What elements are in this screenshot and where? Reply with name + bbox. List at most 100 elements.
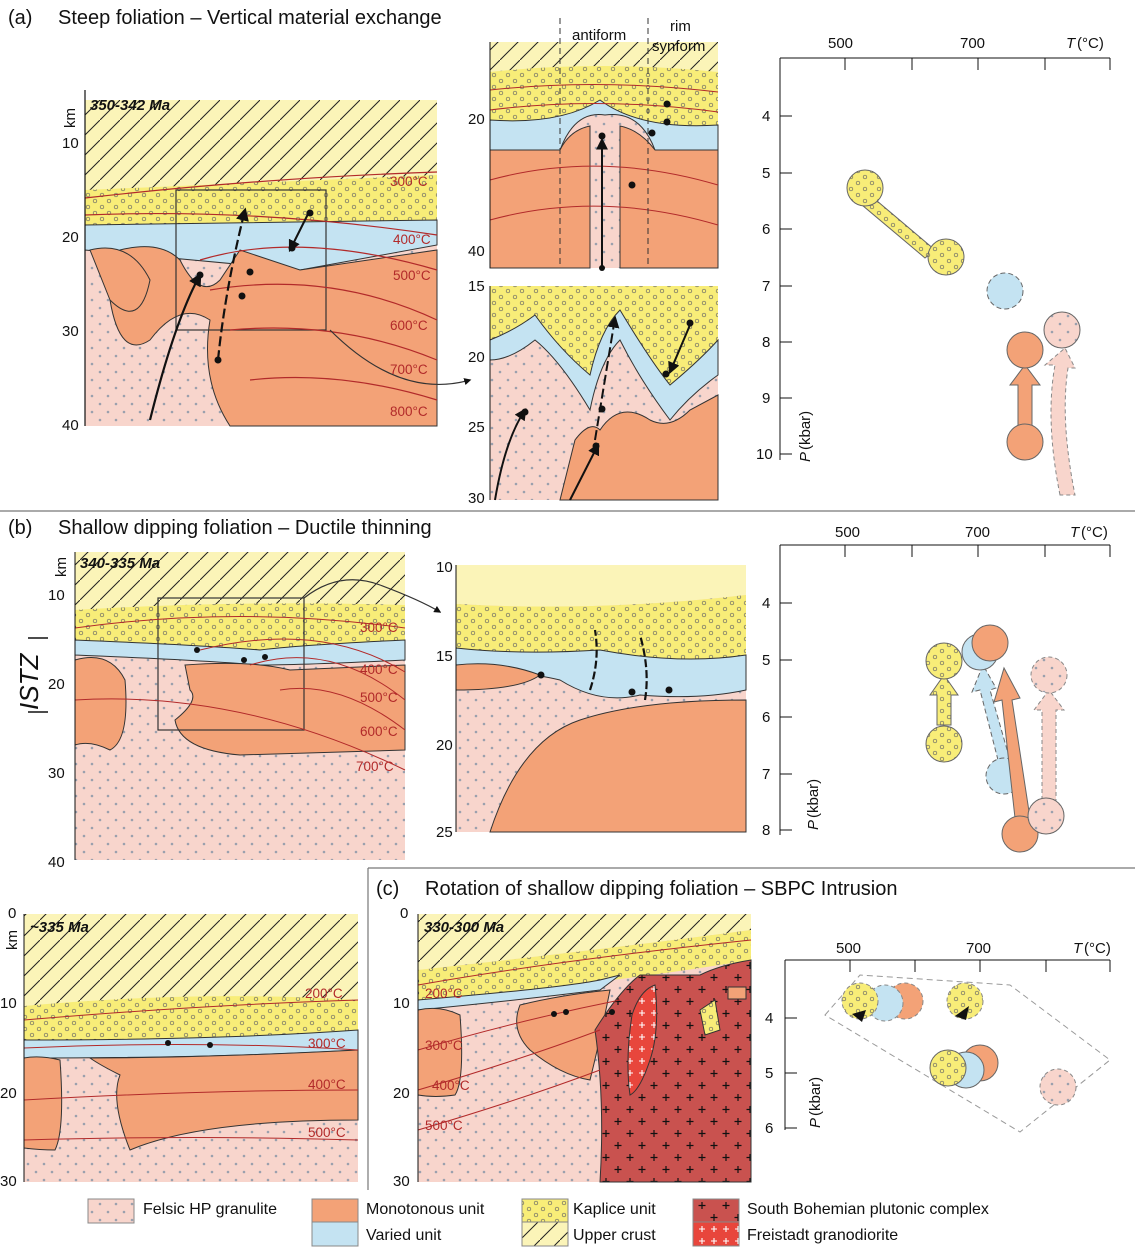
inset-a-zoom: 15 20 25 30 bbox=[468, 278, 719, 507]
depth-tick: 0 bbox=[8, 905, 16, 922]
antiform-label: antiform bbox=[572, 27, 626, 44]
isotherm-label: 500°C bbox=[393, 268, 431, 283]
legend-label: South Bohemian plutonic complex bbox=[747, 1201, 989, 1218]
section-c-main: 0 10 20 30 330-300 Ma 200°C 300°C 400°C … bbox=[393, 905, 752, 1190]
p-tick: 7 bbox=[762, 278, 770, 295]
panel-b: (b) Shallow dipping foliation – Ductile … bbox=[8, 517, 1111, 871]
isotherm-label: 200°C bbox=[425, 986, 463, 1001]
p-tick: 4 bbox=[762, 108, 770, 125]
t-axis-label: T bbox=[1066, 35, 1077, 52]
legend-swatch-kaplice bbox=[521, 1198, 569, 1224]
depth-tick: 20 bbox=[62, 229, 79, 246]
p-axis-unit: (kbar) bbox=[805, 779, 822, 818]
isotherm-label: 700°C bbox=[356, 759, 394, 774]
age-label-c: 330-300 Ma bbox=[424, 919, 504, 936]
panel-a-letter: (a) bbox=[8, 7, 32, 29]
legend-label: Monotonous unit bbox=[366, 1201, 485, 1218]
depth-tick: 40 bbox=[48, 854, 65, 871]
pt-diagram-a: 500 700 T (°C) 4 5 6 7 8 9 10 P (kbar) bbox=[756, 35, 1111, 496]
age-label-a: 350-342 Ma bbox=[90, 97, 170, 114]
inset-tick: 25 bbox=[436, 824, 453, 841]
isotherm-label: 500°C bbox=[308, 1125, 346, 1140]
pt-diagram-c: 500 700 T (°C) 4 5 6 P (kbar) bbox=[765, 940, 1111, 1137]
t-axis-unit: (°C) bbox=[1081, 524, 1108, 541]
panel-c-letter: (c) bbox=[376, 878, 399, 900]
legend: Felsic HP granulite Monotonous unit Kapl… bbox=[87, 1198, 989, 1247]
depth-tick: 10 bbox=[0, 995, 17, 1012]
t-axis-label: T bbox=[1070, 524, 1081, 541]
panel-a: (a) Steep foliation – Vertical material … bbox=[8, 7, 1111, 507]
p-tick: 4 bbox=[765, 1010, 773, 1027]
depth-tick: 30 bbox=[48, 765, 65, 782]
t-axis-label: T bbox=[1073, 940, 1084, 957]
t-tick: 700 bbox=[966, 940, 991, 957]
isotherm-label: 600°C bbox=[360, 724, 398, 739]
legend-swatch-sbpc bbox=[692, 1198, 740, 1224]
legend-swatch-granulite bbox=[87, 1198, 135, 1224]
p-axis-unit: (kbar) bbox=[807, 1077, 824, 1116]
legend-swatch-upper-crust bbox=[521, 1221, 569, 1247]
section-b-late: km 0 10 20 30 ~335 Ma 200°C 300°C 400°C … bbox=[0, 905, 359, 1190]
isotherm-label: 300°C bbox=[390, 174, 428, 189]
isotherm-label: 700°C bbox=[390, 362, 428, 377]
p-axis-label: P bbox=[805, 820, 822, 830]
p-tick: 5 bbox=[762, 652, 770, 669]
p-tick: 9 bbox=[762, 390, 770, 407]
legend-label: Freistadt granodiorite bbox=[747, 1227, 898, 1244]
inset-b-zoom: 10 15 20 25 bbox=[436, 559, 747, 841]
p-tick: 4 bbox=[762, 595, 770, 612]
panel-a-title: Steep foliation – Vertical material exch… bbox=[58, 7, 442, 29]
depth-tick: 10 bbox=[48, 587, 65, 604]
t-tick: 700 bbox=[960, 35, 985, 52]
p-axis-label: P bbox=[807, 1118, 824, 1128]
p-tick: 8 bbox=[762, 334, 770, 351]
panel-c: (c) Rotation of shallow dipping foliatio… bbox=[367, 867, 1135, 1190]
p-tick: 6 bbox=[762, 221, 770, 238]
inset-tick: 20 bbox=[468, 349, 485, 366]
isotherm-label: 800°C bbox=[390, 404, 428, 419]
istz-label: ISTZ bbox=[14, 653, 44, 710]
legend-label: Varied unit bbox=[366, 1227, 442, 1244]
isotherm-label: 400°C bbox=[432, 1078, 470, 1093]
p-tick: 10 bbox=[756, 446, 773, 463]
km-label-b2: km bbox=[4, 930, 21, 950]
isotherm-label: 300°C bbox=[360, 620, 398, 635]
panel-c-title: Rotation of shallow dipping foliation – … bbox=[425, 878, 898, 900]
legend-label: Kaplice unit bbox=[573, 1201, 656, 1218]
isotherm-label: 400°C bbox=[393, 232, 431, 247]
pt-diagram-b: 500 700 T (°C) 4 5 6 7 8 P (kbar) bbox=[762, 524, 1111, 853]
km-label-a: km bbox=[62, 108, 79, 128]
t-tick: 500 bbox=[835, 524, 860, 541]
isotherm-label: 500°C bbox=[360, 690, 398, 705]
inset-tick: 20 bbox=[436, 737, 453, 754]
isotherm-label: 300°C bbox=[308, 1036, 346, 1051]
depth-tick: 20 bbox=[0, 1085, 17, 1102]
section-b-main: km 10 20 30 40 340-335 Ma ISTZ 300°C 400… bbox=[14, 552, 406, 871]
p-tick: 7 bbox=[762, 766, 770, 783]
km-label-b: km bbox=[53, 557, 70, 577]
depth-tick: 30 bbox=[62, 323, 79, 340]
legend-label: Upper crust bbox=[573, 1227, 656, 1244]
inset-tick: 10 bbox=[436, 559, 453, 576]
isotherm-label: 200°C bbox=[305, 986, 343, 1001]
t-tick: 700 bbox=[965, 524, 990, 541]
rim-label: rim bbox=[670, 18, 691, 35]
isotherm-label: 400°C bbox=[308, 1077, 346, 1092]
p-axis-unit: (kbar) bbox=[797, 411, 814, 450]
depth-tick: 20 bbox=[393, 1085, 410, 1102]
panel-b-title: Shallow dipping foliation – Ductile thin… bbox=[58, 517, 432, 539]
p-tick: 6 bbox=[762, 709, 770, 726]
depth-tick: 20 bbox=[48, 676, 65, 693]
depth-tick: 0 bbox=[400, 905, 408, 922]
depth-tick: 40 bbox=[62, 417, 79, 434]
p-tick: 8 bbox=[762, 822, 770, 839]
p-tick: 6 bbox=[765, 1120, 773, 1137]
t-axis-unit: (°C) bbox=[1077, 35, 1104, 52]
inset-tick: 30 bbox=[468, 490, 485, 507]
synform-label: synform bbox=[652, 38, 705, 55]
t-tick: 500 bbox=[828, 35, 853, 52]
legend-swatch-varied bbox=[311, 1221, 359, 1247]
age-label-b2: ~335 Ma bbox=[30, 919, 89, 936]
inset-tick: 15 bbox=[468, 278, 485, 295]
